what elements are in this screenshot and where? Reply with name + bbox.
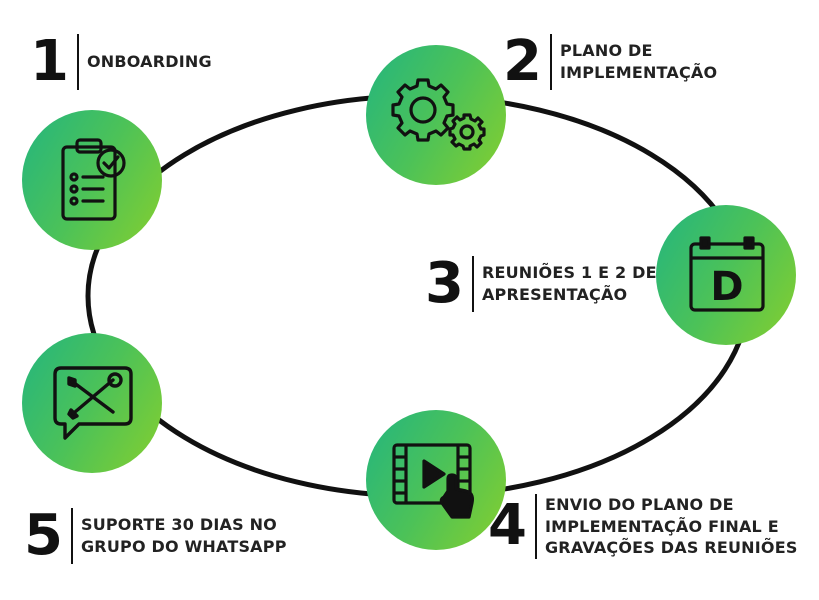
step-title: ENVIO DO PLANO DE IMPLEMENTAÇÃO FINAL E … (544, 495, 798, 558)
divider (76, 34, 79, 90)
step-5-circle (22, 333, 162, 473)
clipboard-checklist-icon (61, 138, 126, 221)
video-play-icon (392, 443, 474, 519)
calendar-d-icon: D (689, 236, 765, 312)
step-1-label: 1 ONBOARDING (30, 34, 212, 90)
step-4-label: 4 ENVIO DO PLANO DE IMPLEMENTAÇÃO FINAL … (488, 494, 798, 559)
step-1-circle (22, 110, 162, 250)
step-3-label: 3 REUNIÕES 1 E 2 DE APRESENTAÇÃO (425, 256, 657, 312)
divider (70, 508, 73, 564)
step-number: 1 (30, 29, 69, 94)
step-3-circle: D (656, 205, 796, 345)
step-number: 5 (24, 503, 63, 568)
step-title: PLANO DE IMPLEMENTAÇÃO (559, 41, 718, 82)
step-5-label: 5 SUPORTE 30 DIAS NO GRUPO DO WHATSAPP (24, 508, 287, 564)
step-4-circle (366, 410, 506, 550)
divider (534, 494, 537, 559)
step-title: REUNIÕES 1 E 2 DE APRESENTAÇÃO (481, 263, 657, 304)
step-number: 4 (488, 493, 527, 559)
step-title: ONBOARDING (86, 52, 212, 72)
divider (471, 256, 474, 312)
step-number: 3 (425, 251, 464, 316)
support-tools-chat-icon (53, 366, 133, 440)
step-number: 2 (503, 29, 542, 94)
divider (549, 34, 552, 90)
step-2-circle (366, 45, 506, 185)
svg-text:D: D (710, 264, 743, 310)
step-title: SUPORTE 30 DIAS NO GRUPO DO WHATSAPP (80, 515, 287, 556)
gears-icon (391, 78, 486, 151)
step-2-label: 2 PLANO DE IMPLEMENTAÇÃO (503, 34, 717, 90)
